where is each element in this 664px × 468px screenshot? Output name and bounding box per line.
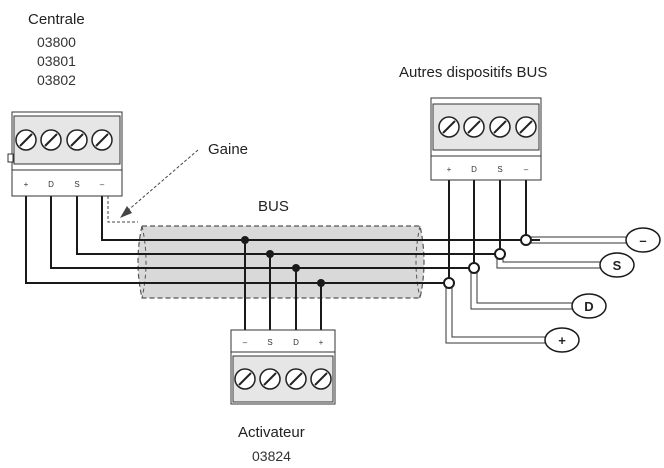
terminal-d-label: D	[584, 299, 593, 314]
activateur-block: – S D +	[230, 329, 336, 405]
autres-pin-s: S	[497, 165, 502, 174]
centrale-pin-minus: –	[100, 180, 105, 189]
activateur-pin-minus: –	[243, 338, 248, 347]
centrale-code-1: 03800	[37, 34, 76, 50]
centrale-code-3: 03802	[37, 72, 76, 88]
centrale-block: + D S –	[7, 111, 123, 197]
centrale-code-2: 03801	[37, 53, 76, 69]
terminal-d: D	[571, 293, 607, 319]
activateur-title: Activateur	[238, 424, 305, 441]
bus-label: BUS	[258, 198, 289, 215]
activateur-pin-s: S	[267, 338, 272, 347]
gaine-label: Gaine	[208, 141, 248, 158]
centrale-title: Centrale	[28, 11, 85, 28]
autres-title: Autres dispositifs BUS	[399, 64, 547, 81]
bus-sheath	[137, 225, 425, 299]
autres-pin-plus: +	[447, 165, 452, 174]
terminal-s: S	[599, 252, 635, 278]
junctions	[241, 234, 532, 289]
activateur-code: 03824	[252, 448, 291, 464]
autres-pin-minus: –	[524, 165, 529, 174]
centrale-pin-d: D	[48, 180, 54, 189]
terminal-minus: –	[625, 227, 661, 253]
wires	[25, 149, 626, 344]
centrale-pin-s: S	[74, 180, 79, 189]
activateur-screws	[234, 368, 332, 390]
centrale-screws	[15, 129, 113, 151]
activateur-pin-plus: +	[319, 338, 324, 347]
terminal-s-label: S	[613, 258, 622, 273]
activateur-pin-d: D	[293, 338, 299, 347]
centrale-pin-plus: +	[24, 180, 29, 189]
autres-pin-d: D	[471, 165, 477, 174]
autres-screws	[438, 116, 537, 138]
terminal-plus-label: +	[558, 333, 566, 348]
terminal-minus-label: –	[639, 233, 646, 248]
terminal-plus: +	[544, 327, 580, 353]
autres-block: + D S –	[430, 97, 542, 181]
